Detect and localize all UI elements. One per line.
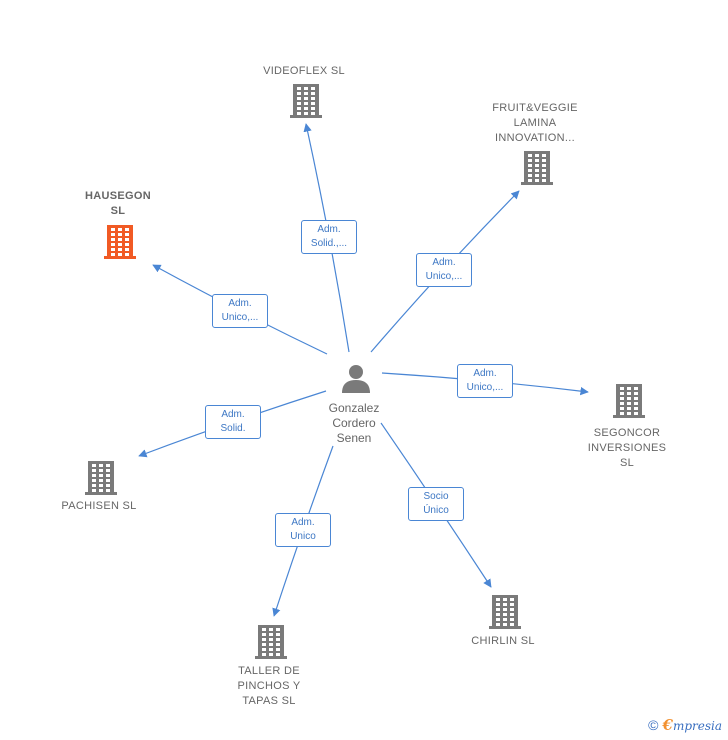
building-icon-pachisen[interactable] [85,461,117,495]
edge-label-videoflex[interactable]: Adm. Solid.,... [301,220,357,254]
building-icon-hausegon[interactable] [104,225,136,259]
center-person-label[interactable]: Gonzalez Cordero Senen [328,401,380,445]
building-icon-fruit[interactable] [521,151,553,185]
edge-label-segoncor[interactable]: Adm. Unico,... [457,364,513,398]
copyright-icon: © [648,717,659,733]
node-label-chirlin[interactable]: CHIRLIN SL [471,635,535,647]
building-icon-videoflex[interactable] [290,84,322,118]
edge-label-hausegon[interactable]: Adm. Unico,... [212,294,268,328]
node-label-pachisen[interactable]: PACHISEN SL [61,500,137,512]
edge-label-taller[interactable]: Adm. Unico [275,513,331,547]
building-icon-segoncor[interactable] [613,384,645,418]
brand-logo: €mpresia [662,716,723,734]
edge-label-fruit[interactable]: Adm. Unico,... [416,253,472,287]
node-label-hausegon[interactable]: HAUSEGON SL [85,190,151,217]
icons-layer [85,84,645,659]
edge-label-pachisen[interactable]: Adm. Solid. [205,405,261,439]
node-label-taller[interactable]: TALLER DE PINCHOS Y TAPAS SL [237,665,301,707]
footer-brand: © €mpresia [648,716,722,734]
edges-layer [138,123,589,617]
building-icon-taller[interactable] [255,625,287,659]
node-label-segoncor[interactable]: SEGONCOR INVERSIONES SL [587,427,667,469]
person-icon[interactable] [342,365,370,393]
edge-label-chirlin[interactable]: Socio Único [408,487,464,521]
node-label-videoflex[interactable]: VIDEOFLEX SL [263,65,345,77]
node-label-fruit[interactable]: FRUIT&VEGGIE LAMINA INNOVATION... [492,102,578,144]
building-icon-chirlin[interactable] [489,595,521,629]
